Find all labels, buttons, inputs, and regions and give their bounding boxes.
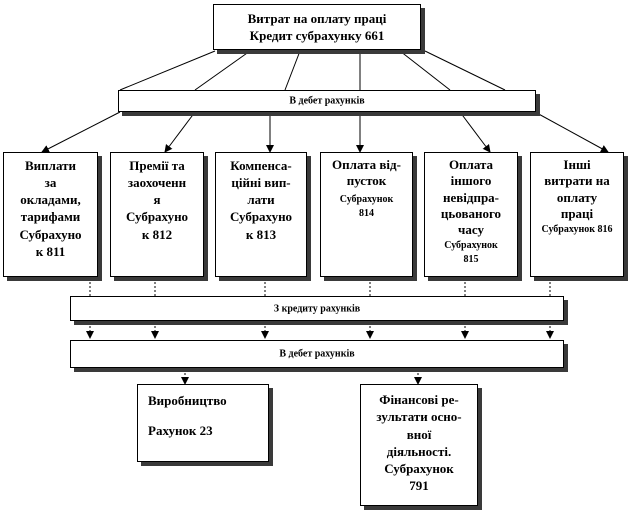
box-812-line: заохоченн [127,175,187,191]
debit-bar-top: В дебет рахунків [118,90,536,112]
top-box-line2: Кредит субрахунку 661 [249,28,385,44]
box-813-line: лати [247,192,275,208]
credit-bar-label: З кредиту рахунків [273,303,361,314]
box-814-line: пусток [346,173,387,189]
debit-bar-bottom-label: В дебет рахунків [279,348,355,360]
bar-to-boxes-arrows [41,111,609,153]
box-816-line: Інші [563,157,591,172]
box-811-line: к 811 [35,243,66,259]
top-box-salary-costs: Витрат на оплату праці Кредит субрахунку… [213,4,421,50]
financial-results-line: 791 [409,478,429,494]
box-production-account-23: Виробництво Рахунок 23 [137,384,269,462]
financial-results-line: діяльності. [386,443,452,459]
box-816-line: оплату [556,189,598,205]
box-subaccount-814: Оплата від- пусток Субрахунок 814 [320,152,413,277]
box-813-line: Компенса- [230,158,292,173]
box-815-line: цьованого [440,205,502,221]
box-subaccount-813: Компенса- ційні вип- лати Субрахуно к 81… [215,152,307,277]
box-811-line: тарифами [20,209,81,225]
financial-results-line: Субрахунок [384,461,454,477]
box-815-line: невідпра- [442,189,500,205]
box-812-line: к 812 [141,226,173,242]
box-subaccount-811: Виплати за окладами, тарифами Субрахуно … [3,152,98,277]
box-812-line: я [153,192,161,208]
box-814-line: Оплата від- [332,157,401,172]
box-813-line: Субрахуно [229,209,293,225]
production-label: Виробництво [148,393,227,408]
debit-to-results-dotted-arrows [181,369,422,385]
box-subaccount-815: Оплата іншого невідпра- цьованого часу С… [424,152,518,277]
box-811-line: Виплати [25,158,76,173]
financial-results-line: вної [406,426,432,442]
credit-bar: З кредиту рахунків [70,296,564,321]
financial-results-line: зультати осно- [376,409,462,425]
box-815-line: Оплата [448,157,494,172]
box-subaccount-816: Інші витрати на оплату праці Субрахунок … [530,152,624,277]
production-account: Рахунок 23 [148,422,213,438]
financial-results-line: Фінансові ре- [379,392,459,407]
box-812-line: Премії та [129,158,185,173]
box-815-line: часу [458,222,484,237]
box-811-line: Субрахуно [19,226,82,242]
top-box-line1: Витрат на оплату праці [247,11,387,26]
box-816-line: витрати на [544,173,610,189]
box-814-subaccount: Субрахунок 814 [339,194,394,219]
boxes-to-credit-dotted [89,278,551,296]
box-811-line: окладами, [20,192,81,208]
box-816-subaccount: Субрахунок 816 [541,224,613,235]
credit-to-debit-dotted-arrows [86,322,554,339]
box-816-line: праці [560,205,594,221]
box-811-line: за [44,175,57,191]
box-financial-results-791: Фінансові ре- зультати осно- вної діяльн… [360,384,478,506]
debit-bar-top-label: В дебет рахунків [289,95,365,107]
box-812-line: Субрахуно [125,209,189,225]
debit-bar-bottom: В дебет рахунків [70,340,564,368]
box-815-line: іншого [450,173,492,189]
box-813-line: ційні вип- [231,175,291,191]
top-to-bar-lines [119,50,506,91]
box-813-line: к 813 [245,226,277,242]
box-subaccount-812: Премії та заохоченн я Субрахуно к 812 [110,152,204,277]
box-815-subaccount: Субрахунок 815 [444,240,498,265]
